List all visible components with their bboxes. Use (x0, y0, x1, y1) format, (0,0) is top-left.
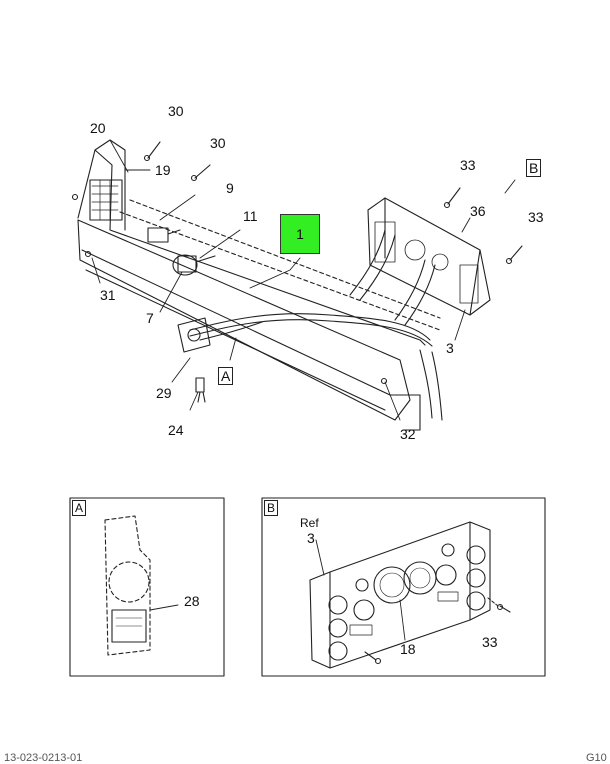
harness-connector (172, 254, 216, 276)
mounting-plate (177, 317, 211, 353)
view-label-a[interactable]: A (218, 367, 234, 385)
ref-label: Ref (300, 516, 319, 530)
detail-b-frame (261, 497, 546, 677)
callout-32[interactable]: 32 (400, 426, 416, 442)
callout-9[interactable]: 9 (226, 180, 234, 196)
callout-ref-3[interactable]: 3 (307, 530, 315, 546)
screws (71, 141, 523, 385)
view-label-b[interactable]: B (526, 159, 542, 177)
page-id: G10 (586, 752, 607, 764)
small-connector (147, 227, 181, 243)
callout-29[interactable]: 29 (156, 385, 172, 401)
figure-id: 13-023-0213-01 (4, 752, 83, 764)
callout-24[interactable]: 24 (168, 422, 184, 438)
callout-33-right[interactable]: 33 (528, 209, 544, 225)
callout-30-mid[interactable]: 30 (210, 135, 226, 151)
callout-30-top[interactable]: 30 (168, 103, 184, 119)
callout-18[interactable]: 18 (400, 641, 416, 657)
leader-lines (91, 139, 516, 421)
callout-11[interactable]: 11 (243, 208, 258, 224)
callout-33-top[interactable]: 33 (460, 157, 476, 173)
callout-19[interactable]: 19 (155, 162, 171, 178)
connector-block (89, 179, 123, 221)
instrument-cluster (367, 197, 491, 316)
detail-a-frame (69, 497, 225, 677)
callout-36[interactable]: 36 (470, 203, 486, 219)
callout-7[interactable]: 7 (146, 310, 154, 326)
highlighted-part-1[interactable]: 1 (280, 214, 320, 254)
wiring-harness (189, 229, 443, 421)
callout-28[interactable]: 28 (184, 593, 200, 609)
callout-31[interactable]: 31 (100, 287, 116, 303)
callout-33-detail[interactable]: 33 (482, 634, 498, 650)
instrument-panel-bracket (77, 139, 441, 431)
lamp-socket (195, 377, 206, 403)
callout-20[interactable]: 20 (90, 120, 106, 136)
detail-b-tag: B (264, 500, 279, 516)
detail-a-tag: A (72, 500, 87, 516)
callout-3[interactable]: 3 (446, 340, 454, 356)
